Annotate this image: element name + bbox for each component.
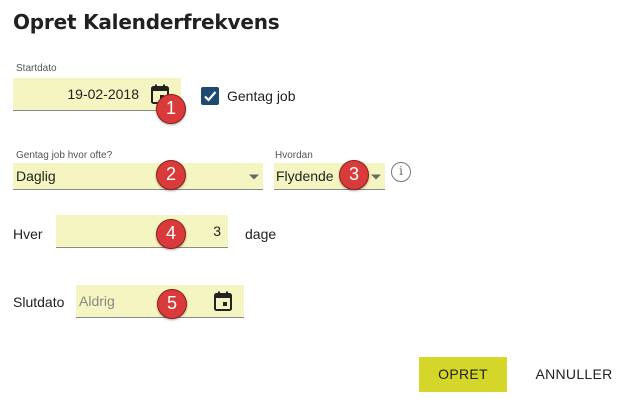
interval-value: 3 [213, 223, 221, 239]
mode-value: Flydende [276, 168, 334, 184]
frequency-select[interactable]: Daglig [13, 163, 263, 190]
cancel-button[interactable]: ANNULLER [535, 366, 613, 382]
marker-5: 5 [157, 289, 187, 319]
start-date-value: 19-02-2018 [67, 86, 139, 102]
start-date-field[interactable]: 19-02-2018 [13, 78, 181, 111]
end-date-label: Slutdato [13, 294, 65, 310]
frequency-label: Gentag job hvor ofte? [16, 150, 113, 161]
calendar-icon[interactable] [214, 291, 232, 311]
mode-label: Hvordan [275, 150, 313, 161]
chevron-down-icon [249, 174, 259, 180]
repeat-checkbox-label[interactable]: Gentag job [227, 88, 296, 104]
marker-2: 2 [156, 160, 186, 190]
end-date-placeholder: Aldrig [79, 293, 115, 309]
frequency-value: Daglig [16, 168, 56, 184]
chevron-down-icon [371, 174, 381, 180]
dialog-title: Opret Kalenderfrekvens [13, 10, 280, 34]
start-date-label: Startdato [16, 63, 57, 74]
marker-4: 4 [156, 219, 186, 249]
marker-3: 3 [339, 160, 369, 190]
repeat-checkbox[interactable] [201, 87, 219, 105]
interval-prefix-label: Hver [13, 226, 43, 242]
marker-1: 1 [156, 94, 186, 124]
interval-input[interactable]: 3 [56, 215, 228, 248]
checkmark-icon [204, 91, 217, 102]
info-icon[interactable]: i [391, 162, 411, 182]
interval-suffix-label: dage [245, 226, 277, 242]
create-button[interactable]: OPRET [419, 357, 507, 392]
